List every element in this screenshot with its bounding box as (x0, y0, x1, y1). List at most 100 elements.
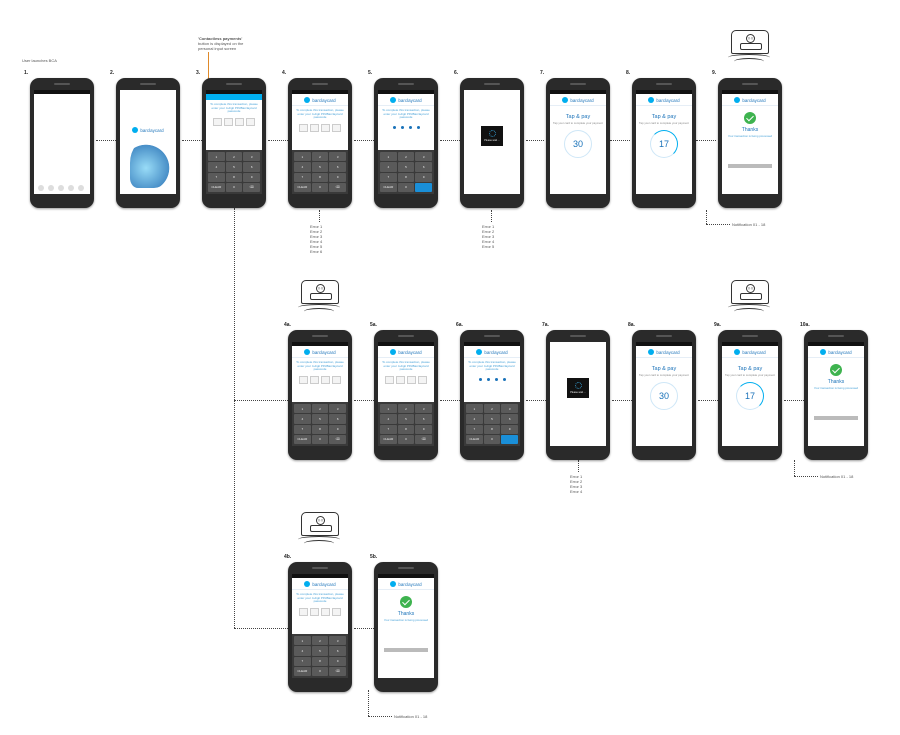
key[interactable]: 0 (311, 666, 329, 676)
key[interactable]: 9 (329, 424, 346, 434)
key[interactable]: 3 (415, 404, 432, 414)
key[interactable]: 8 (225, 172, 243, 182)
key[interactable]: 7 (380, 172, 397, 182)
key[interactable]: 6 (415, 414, 432, 424)
key[interactable]: 5 (225, 162, 243, 172)
key[interactable]: 5 (483, 414, 501, 424)
key[interactable]: 2 (311, 152, 329, 162)
key[interactable]: 1 (208, 152, 225, 162)
key[interactable]: 9 (243, 172, 260, 182)
backspace-key[interactable]: ⌫ (329, 434, 346, 444)
key[interactable]: 9 (329, 656, 346, 666)
key[interactable]: 0 (311, 434, 329, 444)
backspace-key[interactable]: ⌫ (243, 182, 260, 192)
key[interactable]: 1 (294, 404, 311, 414)
key[interactable]: 0 (311, 182, 329, 192)
key[interactable]: 4 (380, 414, 397, 424)
key[interactable]: 2 (311, 404, 329, 414)
key[interactable]: 1 (380, 152, 397, 162)
key[interactable]: 8 (311, 424, 329, 434)
backspace-key[interactable]: ⌫ (329, 182, 346, 192)
key[interactable]: 9 (415, 424, 432, 434)
barclaycard-app-icon[interactable] (52, 133, 60, 141)
key[interactable]: 5 (397, 414, 415, 424)
key[interactable]: 6 (243, 162, 260, 172)
key[interactable]: 6 (415, 162, 432, 172)
apps-icon[interactable] (58, 185, 64, 191)
key[interactable]: 7 (294, 424, 311, 434)
key[interactable]: 3 (501, 404, 518, 414)
done-button[interactable] (814, 416, 858, 420)
key[interactable]: 2 (225, 152, 243, 162)
key[interactable]: 4 (294, 162, 311, 172)
key[interactable]: 7 (380, 424, 397, 434)
key[interactable]: 6 (501, 414, 518, 424)
key[interactable]: 3 (243, 152, 260, 162)
app-icon[interactable] (40, 133, 48, 141)
key[interactable]: 0 (397, 434, 415, 444)
key[interactable]: 4 (466, 414, 483, 424)
key[interactable]: 4 (294, 646, 311, 656)
key[interactable]: 8 (397, 172, 415, 182)
key[interactable]: 9 (501, 424, 518, 434)
key[interactable]: 2 (397, 152, 415, 162)
clear-key[interactable]: CLEAR (466, 434, 483, 444)
done-button[interactable] (384, 648, 428, 652)
clear-key[interactable]: CLEAR (380, 434, 397, 444)
key[interactable]: 8 (311, 172, 329, 182)
key[interactable]: 0 (397, 182, 415, 192)
done-button[interactable] (728, 164, 772, 168)
clear-key[interactable]: CLEAR (294, 434, 311, 444)
key[interactable]: 1 (380, 404, 397, 414)
enter-key[interactable] (415, 182, 432, 192)
key[interactable]: 7 (294, 172, 311, 182)
key[interactable]: 5 (311, 646, 329, 656)
key[interactable]: 1 (466, 404, 483, 414)
key[interactable]: 2 (397, 404, 415, 414)
key[interactable]: 7 (466, 424, 483, 434)
key[interactable]: 8 (397, 424, 415, 434)
clear-key[interactable]: CLEAR (294, 666, 311, 676)
key[interactable]: 7 (208, 172, 225, 182)
enter-key[interactable] (501, 434, 518, 444)
clear-key[interactable]: CLEAR (380, 182, 397, 192)
contacts-icon[interactable] (48, 185, 54, 191)
key[interactable]: 5 (311, 414, 329, 424)
key[interactable]: 6 (329, 414, 346, 424)
search-bar[interactable] (37, 98, 87, 102)
key[interactable]: 8 (483, 424, 501, 434)
key[interactable]: 5 (311, 162, 329, 172)
key[interactable]: 6 (329, 162, 346, 172)
key[interactable]: 0 (225, 182, 243, 192)
clear-key[interactable]: CLEAR (294, 182, 311, 192)
clear-key[interactable]: CLEAR (208, 182, 225, 192)
key[interactable]: 4 (380, 162, 397, 172)
key[interactable]: 8 (311, 656, 329, 666)
key[interactable]: 1 (294, 636, 311, 646)
key[interactable]: 6 (329, 646, 346, 656)
key[interactable]: 2 (311, 636, 329, 646)
browser-icon[interactable] (78, 185, 84, 191)
key[interactable]: 4 (294, 414, 311, 424)
key[interactable]: 4 (208, 162, 225, 172)
contactless-header[interactable] (206, 94, 262, 100)
key[interactable]: 7 (294, 656, 311, 666)
key[interactable]: 3 (415, 152, 432, 162)
messages-icon[interactable] (68, 185, 74, 191)
key[interactable]: 9 (329, 172, 346, 182)
backspace-key[interactable]: ⌫ (415, 434, 432, 444)
key[interactable]: 5 (397, 162, 415, 172)
key[interactable]: 3 (329, 152, 346, 162)
backspace-key[interactable]: ⌫ (329, 666, 346, 676)
key[interactable]: 2 (483, 404, 501, 414)
key[interactable]: 3 (329, 404, 346, 414)
key[interactable]: 3 (329, 636, 346, 646)
phone-icon[interactable] (38, 185, 44, 191)
